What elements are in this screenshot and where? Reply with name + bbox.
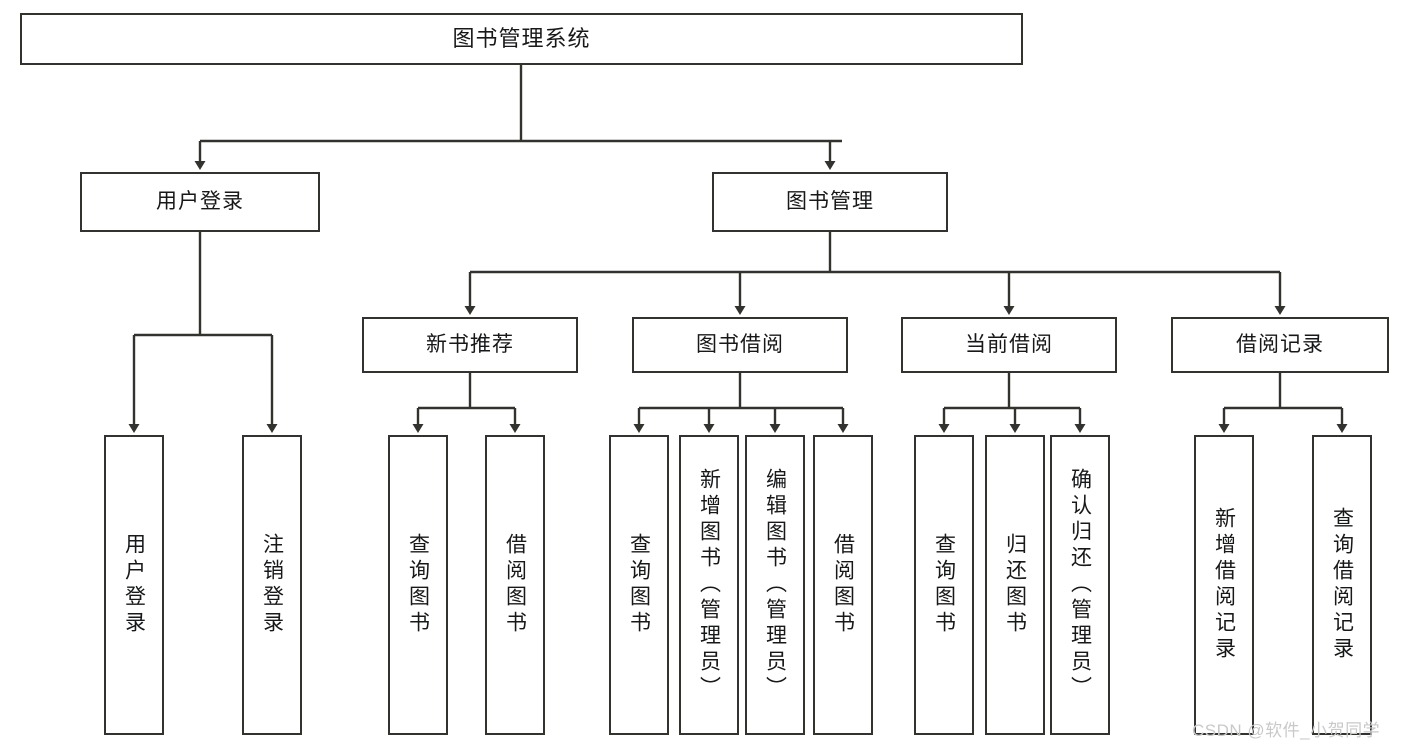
leaf-query-book-2-label: 查询图书 (627, 533, 651, 637)
node-borrow-record[interactable]: 借阅记录 (1171, 317, 1389, 373)
leaf-query-record[interactable]: 查询借阅记录 (1312, 435, 1372, 735)
node-user-login[interactable]: 用户登录 (80, 172, 320, 232)
leaf-user-login-label: 用户登录 (122, 533, 146, 637)
leaf-query-record-label: 查询借阅记录 (1330, 507, 1354, 663)
leaf-borrow-book-2[interactable]: 借阅图书 (813, 435, 873, 735)
node-book-borrow-label: 图书借阅 (696, 332, 784, 356)
leaf-query-book-2[interactable]: 查询图书 (609, 435, 669, 735)
leaf-query-book-1[interactable]: 查询图书 (388, 435, 448, 735)
node-user-login-label: 用户登录 (156, 189, 244, 213)
node-book-manage[interactable]: 图书管理 (712, 172, 948, 232)
node-current-borrow[interactable]: 当前借阅 (901, 317, 1117, 373)
node-root[interactable]: 图书管理系统 (20, 13, 1023, 65)
watermark: CSDN @软件_小贺同学 (1192, 721, 1381, 740)
node-book-manage-label: 图书管理 (786, 189, 874, 213)
leaf-add-book-label: 新增图书（管理员） (697, 468, 721, 702)
leaf-edit-book-label: 编辑图书（管理员） (763, 468, 787, 702)
node-new-book-recommend[interactable]: 新书推荐 (362, 317, 578, 373)
node-root-label: 图书管理系统 (452, 26, 591, 52)
node-new-book-recommend-label: 新书推荐 (426, 332, 514, 356)
leaf-add-record-label: 新增借阅记录 (1212, 507, 1236, 663)
leaf-query-book-1-label: 查询图书 (406, 533, 430, 637)
leaf-add-record[interactable]: 新增借阅记录 (1194, 435, 1254, 735)
leaf-query-book-3[interactable]: 查询图书 (914, 435, 974, 735)
leaf-add-book[interactable]: 新增图书（管理员） (679, 435, 739, 735)
leaf-query-book-3-label: 查询图书 (932, 533, 956, 637)
node-borrow-record-label: 借阅记录 (1236, 332, 1324, 356)
node-book-borrow[interactable]: 图书借阅 (632, 317, 848, 373)
leaf-borrow-book-2-label: 借阅图书 (831, 533, 855, 637)
leaf-confirm-return[interactable]: 确认归还（管理员） (1050, 435, 1110, 735)
leaf-return-book-label: 归还图书 (1003, 533, 1027, 637)
leaf-return-book[interactable]: 归还图书 (985, 435, 1045, 735)
leaf-logout[interactable]: 注销登录 (242, 435, 302, 735)
leaf-user-login[interactable]: 用户登录 (104, 435, 164, 735)
node-current-borrow-label: 当前借阅 (965, 332, 1053, 356)
leaf-borrow-book-1-label: 借阅图书 (503, 533, 527, 637)
leaf-logout-label: 注销登录 (260, 533, 284, 637)
leaf-edit-book[interactable]: 编辑图书（管理员） (745, 435, 805, 735)
leaf-borrow-book-1[interactable]: 借阅图书 (485, 435, 545, 735)
leaf-confirm-return-label: 确认归还（管理员） (1068, 468, 1092, 702)
